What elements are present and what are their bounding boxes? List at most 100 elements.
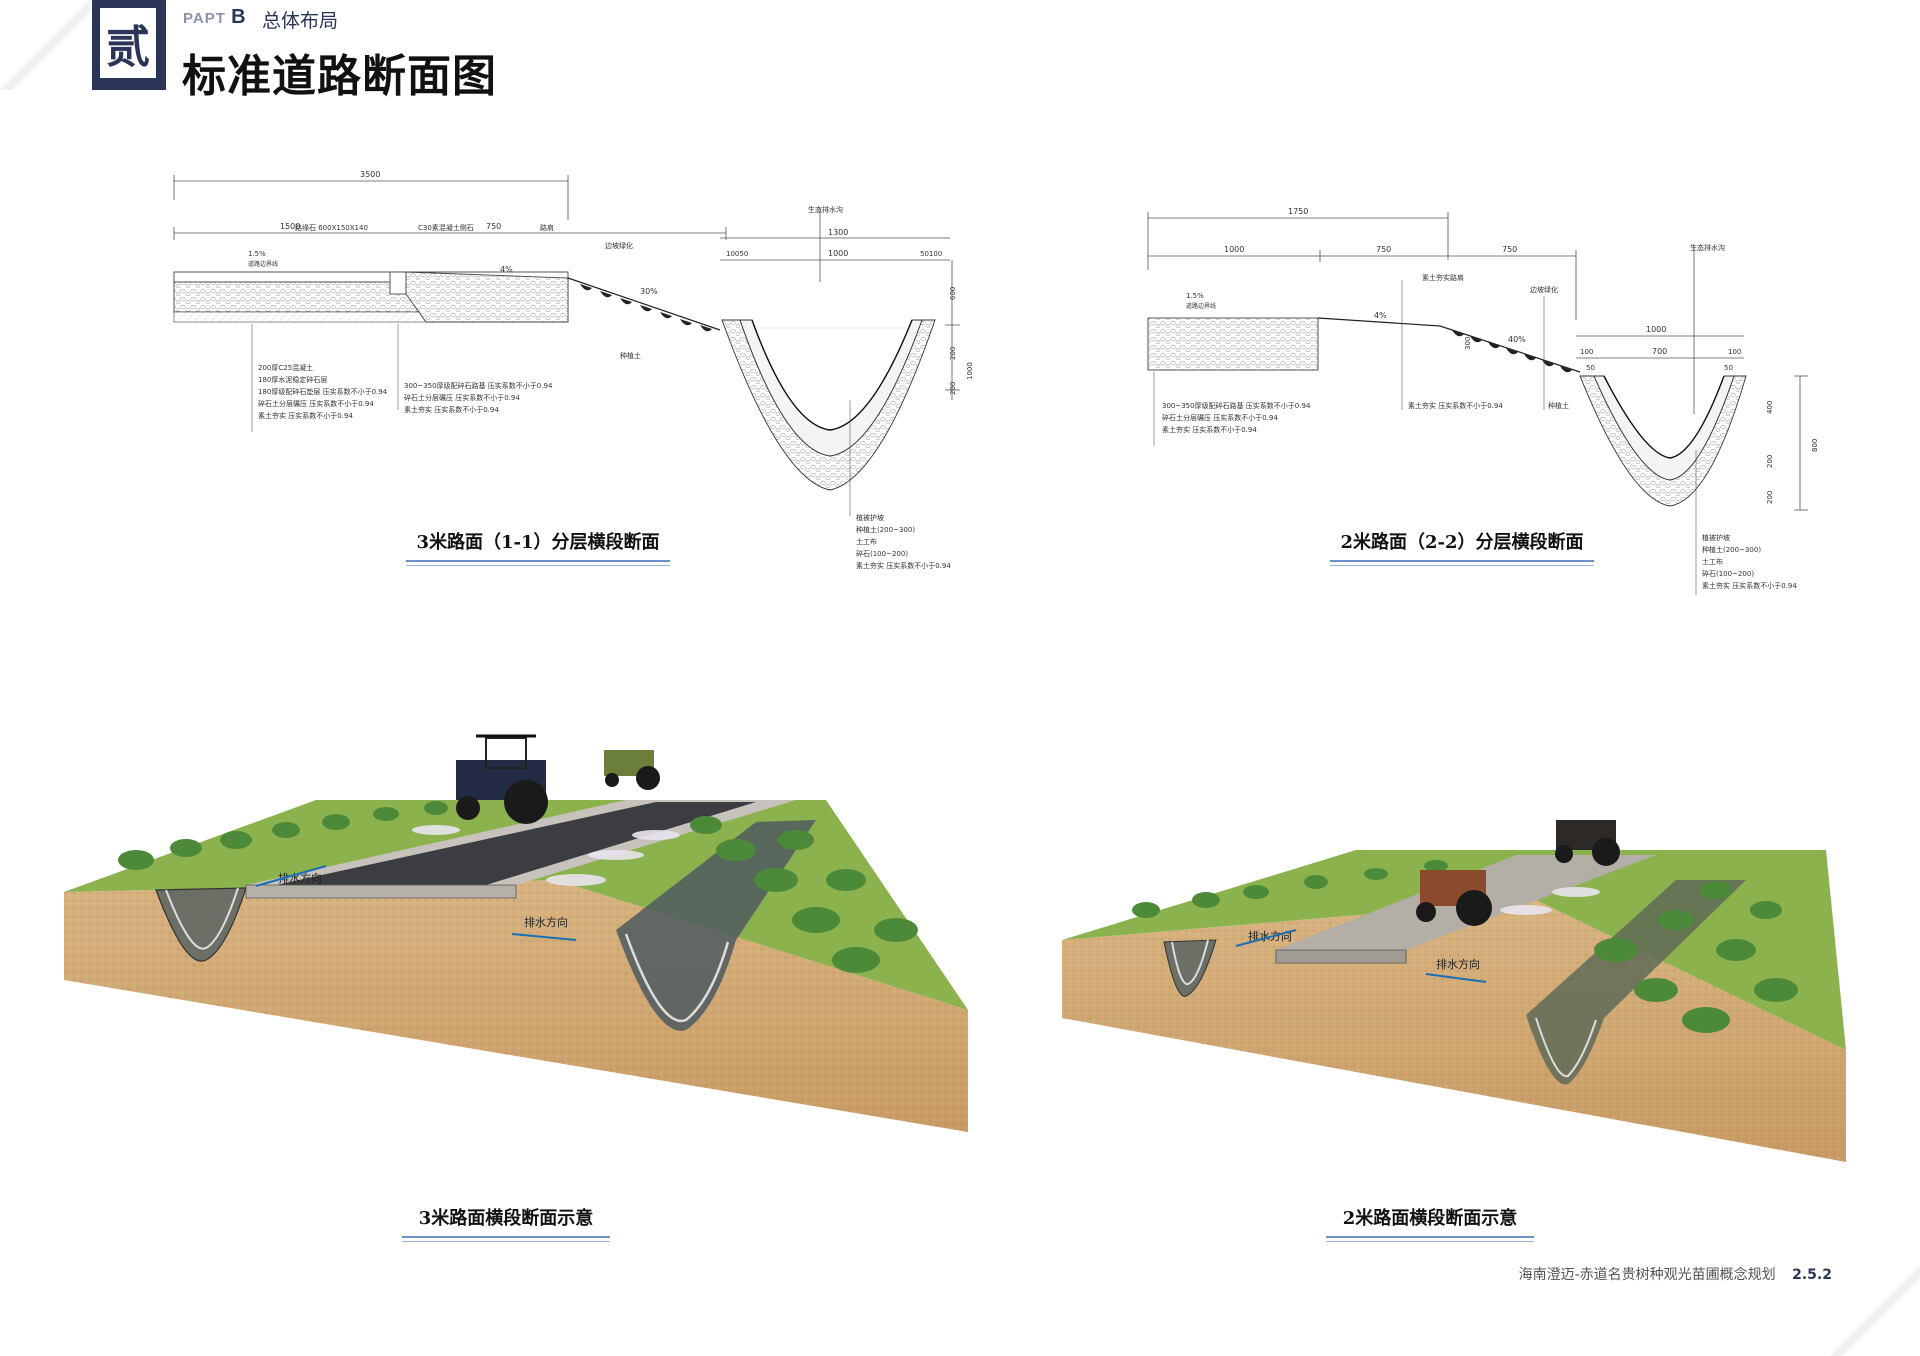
dim-50a: 50: [1586, 364, 1595, 372]
layer-left-2: 180厚水泥稳定碎石层: [258, 375, 327, 384]
v-600: 600: [949, 287, 957, 300]
v-300: 300: [1464, 337, 1472, 350]
layer-ditch-5: 素土夯实 压实系数不小于0.94: [1702, 581, 1797, 590]
layer-ditch-4: 碎石(100~200): [1702, 569, 1754, 578]
tractor-icon: [456, 734, 548, 824]
caption-r1: 3米路面横段断面示意: [402, 1204, 610, 1242]
layer-ditch-3: 土工布: [1702, 557, 1723, 566]
caption-r2: 2米路面横段断面示意: [1326, 1204, 1534, 1242]
caption-underline: [406, 560, 670, 562]
dim-100b: 100: [1728, 348, 1741, 356]
caption-d2-text: 2米路面（2-2）分层横段断面: [1340, 532, 1584, 553]
dim-750a: 750: [1376, 245, 1391, 254]
layer-ditch-4: 碎石(100~200): [856, 549, 908, 558]
dim-1300: 1300: [828, 228, 848, 237]
caption-underline: [1330, 565, 1594, 566]
dim-750b: 750: [1502, 245, 1517, 254]
drain-label-2: 排水方向: [1436, 957, 1480, 971]
part-letter: B: [231, 6, 247, 28]
dim-total: 3500: [360, 170, 380, 179]
drain-label-2: 排水方向: [524, 915, 568, 929]
footer-project: 海南澄迈-赤道名贵树种观光苗圃概念规划: [1518, 1267, 1776, 1283]
section-drawing-2m: 1750 1000 750 750 生态排水沟 边坡绿化 素土夯实路肩 1.5%…: [1147, 207, 1819, 595]
drain-arrow-2: [1425, 973, 1487, 983]
footer-page-number: 2.5.2: [1792, 1267, 1832, 1283]
label-drain: 生态排水沟: [808, 205, 843, 214]
label-drain: 生态排水沟: [1690, 243, 1725, 252]
label-curb: 路缘石 600X150X140: [295, 223, 368, 232]
road-render-3m: 排水方向 排水方向: [64, 734, 968, 1132]
chapter-logo: 贰: [92, 0, 166, 90]
slope-3: 30%: [640, 287, 658, 296]
v-400: 400: [1766, 401, 1774, 414]
dim-1000: 1000: [1224, 245, 1244, 254]
caption-r2-text: 2米路面横段断面示意: [1342, 1208, 1518, 1229]
section-name: 总体布局: [262, 10, 339, 32]
slope-2: 4%: [1374, 311, 1387, 320]
caption-d1: 3米路面（1-1）分层横段断面: [406, 528, 670, 566]
dim-750: 750: [486, 222, 501, 231]
dim-total: 1750: [1288, 207, 1308, 216]
layer-left-4: 碎石土分层碾压 压实系数不小于0.94: [258, 399, 374, 408]
caption-d2: 2米路面（2-2）分层横段断面: [1330, 528, 1594, 566]
layer-ditch-5: 素土夯实 压实系数不小于0.94: [856, 561, 951, 570]
corner-decoration: [1830, 1266, 1920, 1356]
layer-mid-3: 素土夯实 压实系数不小于0.94: [404, 405, 499, 414]
dim-sub: 1500: [280, 222, 300, 231]
v-800: 800: [1811, 439, 1819, 452]
tractor-icon: [1555, 820, 1620, 866]
caption-r1-text: 3米路面横段断面示意: [418, 1208, 594, 1229]
dim-1000b: 1000: [1646, 325, 1666, 334]
footer: 海南澄迈-赤道名贵树种观光苗圃概念规划 2.5.2: [1519, 1264, 1832, 1284]
layer-left-3: 素土夯实 压实系数不小于0.94: [1162, 425, 1257, 434]
label-edge2: 道路边界线: [1186, 302, 1216, 310]
label-edge: 路肩: [540, 223, 554, 232]
layer-left-1: 200厚C25混凝土: [258, 363, 313, 372]
drain-arrow-1: [255, 865, 327, 887]
dim-100a: 100: [1580, 348, 1593, 356]
slope-3: 40%: [1508, 335, 1526, 344]
label-c30: C30素混凝土侧石: [418, 223, 474, 232]
slope-1: 1.5%: [1186, 292, 1204, 300]
slope-1: 1.5%: [248, 250, 266, 258]
layer-ditch-1: 植被护坡: [856, 513, 884, 522]
slope-2: 4%: [500, 265, 513, 274]
label-edge2: 道路边界线: [248, 260, 278, 268]
layer-ditch-2: 种植土(200~300): [1702, 545, 1761, 554]
label-compact: 素土夯实 压实系数不小于0.94: [1408, 401, 1503, 410]
dim-100a: 10050: [726, 250, 748, 258]
v-200b: 200: [949, 382, 957, 395]
label-plant: 种植土: [1548, 401, 1569, 410]
tractor-icon: [604, 750, 660, 790]
dim-50b: 50: [1724, 364, 1733, 372]
layer-left-2: 碎石土分层碾压 压实系数不小于0.94: [1162, 413, 1278, 422]
caption-underline: [1330, 560, 1594, 562]
layer-left-5: 素土夯实 压实系数不小于0.94: [258, 411, 353, 420]
corner-decoration: [0, 0, 90, 90]
layer-ditch-1: 植被护坡: [1702, 533, 1730, 542]
layer-mid-2: 碎石土分层碾压 压实系数不小于0.94: [404, 393, 520, 402]
section-drawing-3m: 3500 1500 路缘石 600X150X140 C30素混凝土侧石 750 …: [173, 170, 974, 570]
drain-arrow-2: [511, 933, 577, 941]
dim-100b: 50100: [920, 250, 942, 258]
road-render-2m: 排水方向 排水方向: [1062, 820, 1846, 1162]
v-200b: 200: [1766, 491, 1774, 504]
caption-underline: [402, 1236, 610, 1238]
layer-left-3: 180厚级配碎石垫层 压实系数不小于0.94: [258, 387, 388, 396]
label-soil: 种植土: [620, 351, 641, 360]
chapter-logo-char: 贰: [100, 8, 156, 78]
label-grass: 边坡绿化: [605, 241, 633, 250]
caption-underline: [1326, 1236, 1534, 1238]
tractor-icon: [1416, 870, 1492, 926]
part-prefix: PAPT: [183, 10, 226, 27]
v-200a: 200: [949, 347, 957, 360]
label-grass: 边坡绿化: [1530, 285, 1558, 294]
page-title: 标准道路断面图: [182, 51, 497, 102]
dim-700: 700: [1652, 347, 1667, 356]
drain-arrow-1: [1235, 929, 1297, 947]
layer-ditch-3: 土工布: [856, 537, 877, 546]
layer-left-1: 300~350厚级配碎石路基 压实系数不小于0.94: [1162, 401, 1311, 410]
layer-ditch-2: 种植土(200~300): [856, 525, 915, 534]
caption-underline: [402, 1241, 610, 1242]
dim-1000: 1000: [828, 249, 848, 258]
